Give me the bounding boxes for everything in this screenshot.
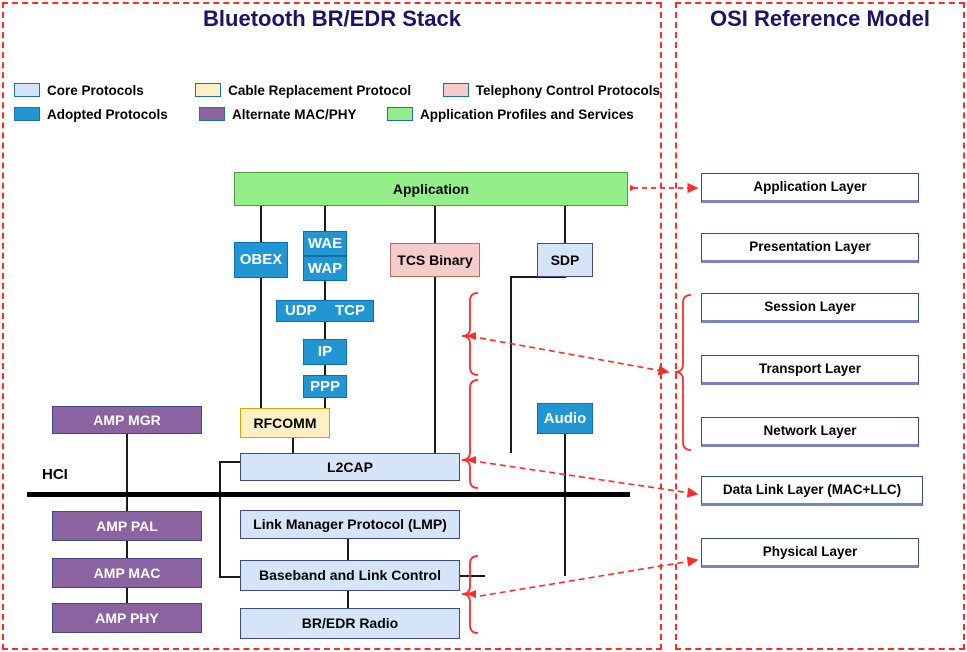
- block-tcs-binary[interactable]: TCS Binary: [390, 243, 480, 277]
- block-udp-tcp[interactable]: UDP TCP: [276, 300, 374, 322]
- block-ppp[interactable]: PPP: [303, 375, 347, 398]
- osi-layer-data-link[interactable]: Data Link Layer (MAC+LLC): [701, 476, 923, 506]
- legend: Core Protocols Cable Replacement Protoco…: [14, 78, 660, 126]
- legend-item-cable-replacement: Cable Replacement Protocol: [195, 83, 443, 98]
- connector-sdp-to-l2cap-vertical: [510, 277, 512, 453]
- connector-baseband-to-radio: [347, 591, 349, 608]
- legend-label-cable-replacement: Cable Replacement Protocol: [228, 82, 412, 98]
- block-br-edr-radio[interactable]: BR/EDR Radio: [240, 608, 460, 639]
- block-amp-mgr[interactable]: AMP MGR: [52, 406, 202, 434]
- block-amp-phy[interactable]: AMP PHY: [52, 603, 202, 633]
- connector-ppp-to-rfcomm: [324, 397, 326, 408]
- legend-swatch-telephony-control: [442, 83, 469, 97]
- legend-swatch-adopted-protocols: [14, 107, 40, 121]
- block-tcp-label: TCP: [335, 302, 365, 320]
- block-rfcomm[interactable]: RFCOMM: [240, 408, 330, 438]
- connector-udptcp-to-ip: [324, 321, 326, 339]
- block-application[interactable]: Application: [234, 172, 628, 206]
- legend-label-alternate-mac-phy: Alternate MAC/PHY: [232, 106, 357, 122]
- legend-row-2: Adopted Protocols Alternate MAC/PHY Appl…: [14, 102, 660, 126]
- legend-row-1: Core Protocols Cable Replacement Protoco…: [14, 78, 660, 102]
- connector-l2cap-left-horizontal: [219, 461, 241, 463]
- osi-layer-transport[interactable]: Transport Layer: [701, 355, 919, 385]
- right-panel-title: OSI Reference Model: [709, 6, 931, 31]
- block-baseband-link-control[interactable]: Baseband and Link Control: [240, 560, 460, 591]
- connector-ampmgr-to-amppal: [126, 434, 128, 511]
- block-wae[interactable]: WAE: [303, 231, 347, 256]
- legend-item-adopted-protocols: Adopted Protocols: [14, 107, 199, 122]
- hci-label: HCI: [42, 466, 68, 483]
- left-panel-title: Bluetooth BR/EDR Stack: [203, 6, 461, 31]
- block-lmp[interactable]: Link Manager Protocol (LMP): [240, 510, 460, 539]
- hci-divider-line: [27, 492, 630, 497]
- connector-tcs-to-l2cap: [434, 277, 436, 453]
- block-obex[interactable]: OBEX: [234, 242, 288, 278]
- legend-swatch-alternate-mac-phy: [199, 107, 225, 121]
- legend-label-adopted-protocols: Adopted Protocols: [47, 106, 168, 122]
- connector-obex-to-rfcomm: [260, 278, 262, 408]
- osi-layer-presentation[interactable]: Presentation Layer: [701, 233, 919, 263]
- connector-baseband-right-stub: [460, 575, 485, 577]
- connector-app-to-sdp: [564, 205, 566, 243]
- connector-audio-to-baseband: [564, 434, 566, 576]
- bluetooth-stack-panel: [2, 2, 662, 650]
- osi-layer-application[interactable]: Application Layer: [701, 173, 919, 203]
- legend-item-application-profiles: Application Profiles and Services: [387, 107, 634, 122]
- block-sdp[interactable]: SDP: [537, 243, 593, 277]
- connector-rfcomm-to-l2cap: [292, 437, 294, 453]
- legend-label-telephony-control: Telephony Control Protocols: [475, 82, 660, 98]
- block-wap[interactable]: WAP: [303, 256, 347, 281]
- block-audio[interactable]: Audio: [537, 403, 593, 434]
- block-ip[interactable]: IP: [303, 339, 347, 365]
- legend-label-core-protocols: Core Protocols: [47, 82, 144, 98]
- legend-swatch-core-protocols: [14, 83, 40, 97]
- block-amp-mac[interactable]: AMP MAC: [52, 558, 202, 588]
- connector-ip-to-ppp: [324, 364, 326, 375]
- connector-ampmac-to-ampphy: [126, 588, 128, 603]
- legend-label-application-profiles: Application Profiles and Services: [420, 106, 634, 122]
- block-amp-pal[interactable]: AMP PAL: [52, 511, 202, 541]
- connector-amppal-to-ampmac: [126, 541, 128, 558]
- osi-layer-network[interactable]: Network Layer: [701, 417, 919, 447]
- connector-wap-to-udptcp: [324, 281, 326, 300]
- osi-layer-physical[interactable]: Physical Layer: [701, 538, 919, 568]
- connector-app-to-wae: [324, 205, 326, 231]
- connector-baseband-left-horizontal: [219, 576, 241, 578]
- connector-app-to-tcs: [434, 205, 436, 243]
- connector-app-to-obex: [260, 205, 262, 242]
- legend-item-telephony-control: Telephony Control Protocols: [442, 82, 660, 98]
- legend-swatch-cable-replacement: [195, 83, 222, 97]
- osi-layer-session[interactable]: Session Layer: [701, 293, 919, 323]
- connector-sdp-to-l2cap-horizontal: [510, 276, 566, 278]
- legend-swatch-application-profiles: [387, 107, 413, 121]
- legend-item-alternate-mac-phy: Alternate MAC/PHY: [199, 107, 387, 122]
- connector-l2cap-left-vertical: [219, 461, 221, 578]
- connector-lmp-to-baseband: [347, 539, 349, 560]
- block-l2cap[interactable]: L2CAP: [240, 453, 460, 481]
- legend-item-core-protocols: Core Protocols: [14, 83, 195, 98]
- block-udp-label: UDP: [285, 302, 317, 320]
